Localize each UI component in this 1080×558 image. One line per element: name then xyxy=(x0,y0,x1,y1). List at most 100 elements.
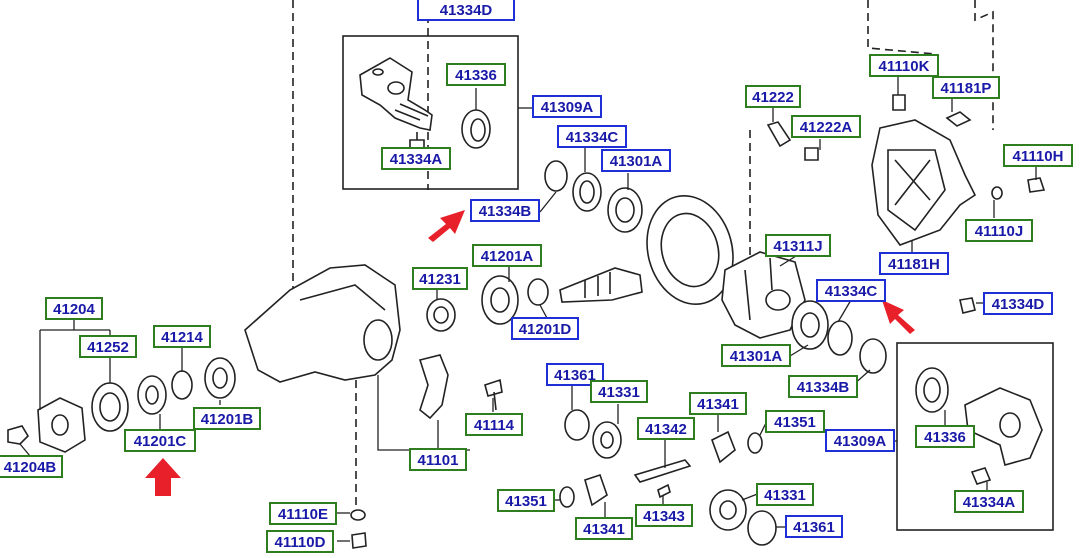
label-box xyxy=(637,417,695,440)
label-text: 41201B xyxy=(201,411,254,428)
bearing-41201a-part xyxy=(481,275,519,325)
companion-flange-lower-part xyxy=(964,387,1043,466)
bolt-41181p-part xyxy=(945,111,972,127)
part-label-41334b-left: 41334B xyxy=(470,199,540,222)
nut-41204b-part xyxy=(7,425,30,445)
label-box xyxy=(409,448,467,471)
label-box xyxy=(470,199,540,222)
label-box xyxy=(590,380,648,403)
label-text: 41342 xyxy=(645,421,687,438)
spacer-41334b-part xyxy=(544,160,568,192)
label-text: 41331 xyxy=(598,384,640,401)
part-label-41204: 41204 xyxy=(45,297,103,320)
label-text: 41204B xyxy=(4,459,57,476)
label-text: 41311J xyxy=(773,238,822,255)
part-label-41101: 41101 xyxy=(409,448,467,471)
label-box xyxy=(601,149,671,172)
oil-seal-top-part xyxy=(461,109,491,149)
label-box xyxy=(965,219,1033,242)
label-box xyxy=(721,344,791,367)
washer-41351-left-part xyxy=(559,486,575,508)
part-label-41334c-top: 41334C xyxy=(557,125,627,148)
label-text: 41309A xyxy=(541,99,594,116)
part-label-41361-top: 41361 xyxy=(546,363,604,386)
seal-41252-part xyxy=(91,382,129,432)
label-box xyxy=(532,95,602,118)
label-box xyxy=(932,76,1000,99)
label-text: 41110D xyxy=(275,534,326,551)
label-box xyxy=(1003,144,1073,167)
label-text: 41334A xyxy=(963,494,1016,511)
plug-41110h-part xyxy=(1027,177,1046,193)
label-box xyxy=(879,252,949,275)
label-text: 41181P xyxy=(941,80,992,97)
bolt-41222a-part xyxy=(804,147,819,161)
carrier-cover-part xyxy=(871,119,977,246)
label-box xyxy=(765,234,831,257)
red-arrow-bottom xyxy=(145,458,181,496)
label-text: 41222 xyxy=(752,89,794,106)
part-label-41301a-lower: 41301A xyxy=(721,344,791,367)
part-label-41334d-right: 41334D xyxy=(983,292,1053,315)
label-box xyxy=(412,267,468,290)
gasket-41110j-part xyxy=(991,186,1003,200)
bolt-41222-part xyxy=(766,121,792,148)
label-box xyxy=(0,455,63,478)
part-label-41351-left: 41351 xyxy=(497,489,555,512)
ring-and-pinion-part xyxy=(559,194,734,306)
part-label-41110d: 41110D xyxy=(266,530,334,553)
part-label-41331-top: 41331 xyxy=(590,380,648,403)
flange-group-box-top xyxy=(342,35,519,190)
part-label-41114: 41114 xyxy=(465,413,523,436)
part-label-41110e: 41110E xyxy=(269,502,337,525)
part-label-41351-right: 41351 xyxy=(765,410,825,433)
part-label-41342: 41342 xyxy=(637,417,695,440)
label-box xyxy=(791,115,861,138)
label-box xyxy=(153,325,211,348)
part-label-41222: 41222 xyxy=(745,85,801,108)
label-box xyxy=(266,530,334,553)
label-box xyxy=(557,125,627,148)
side-gear-41331-bottom-part xyxy=(709,489,747,531)
label-text: 41309A xyxy=(834,433,887,450)
part-label-41341-top: 41341 xyxy=(689,392,747,415)
gasket-41110e-part xyxy=(350,509,366,521)
label-text: 41301A xyxy=(610,153,663,170)
washer-41201d-part xyxy=(527,278,549,306)
part-label-41201d: 41201D xyxy=(511,317,579,340)
label-box xyxy=(756,483,814,506)
label-box xyxy=(954,490,1024,513)
bearing-41201b-part xyxy=(204,357,236,399)
part-label-41361-bottom: 41361 xyxy=(785,515,843,538)
breather-plug-part xyxy=(892,94,906,111)
label-text: 41334D xyxy=(440,2,493,19)
label-box xyxy=(446,63,506,86)
plug-41110d-part xyxy=(351,532,367,549)
part-label-41334a-top: 41334A xyxy=(381,147,451,170)
label-text: 41110H xyxy=(1013,148,1064,165)
part-label-41336-top: 41336 xyxy=(446,63,506,86)
label-box xyxy=(825,429,895,452)
label-box xyxy=(788,375,858,398)
side-gear-41331-top-part xyxy=(592,421,622,459)
label-text: 41341 xyxy=(583,521,625,538)
part-label-41309a-top: 41309A xyxy=(532,95,602,118)
part-label-41301a-top: 41301A xyxy=(601,149,671,172)
label-box xyxy=(417,0,515,21)
bearing-41301a-lower-part xyxy=(791,300,829,350)
pin-41343-part xyxy=(657,483,671,499)
label-box xyxy=(765,410,825,433)
spacer-41334b-lower-part xyxy=(859,338,887,374)
part-label-41252: 41252 xyxy=(79,335,137,358)
part-label-41181h: 41181H xyxy=(879,252,949,275)
washer-41361-top-part xyxy=(564,409,590,441)
label-text: 41336 xyxy=(924,429,966,446)
bearing-41301a-part xyxy=(607,187,643,233)
nut-41334d-right-part xyxy=(959,297,976,314)
label-box xyxy=(816,279,886,302)
part-label-41201a: 41201A xyxy=(472,244,542,267)
bolt-41114-part xyxy=(484,378,503,411)
part-label-41334a-lower: 41334A xyxy=(954,490,1024,513)
part-label-41331-bottom: 41331 xyxy=(756,483,814,506)
